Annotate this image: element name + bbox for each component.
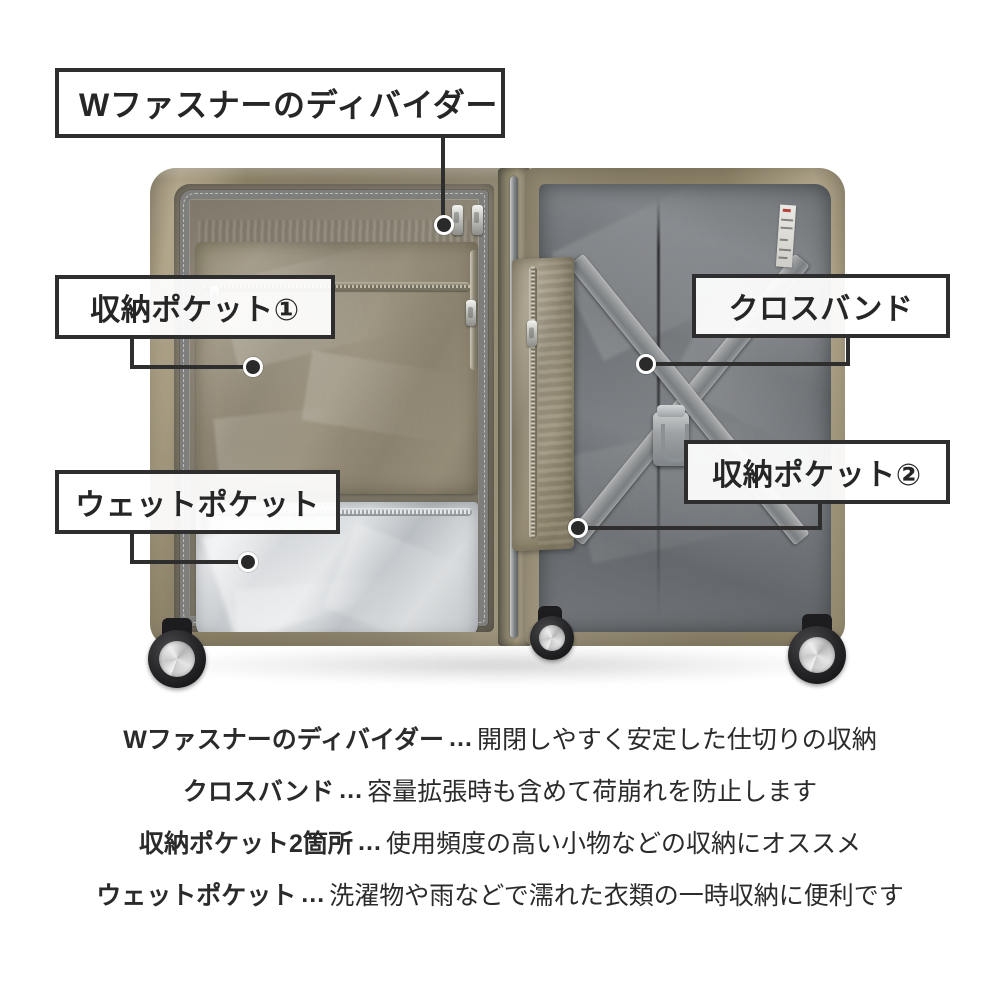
lid-lining	[174, 184, 494, 632]
legend-term: 収納ポケット2箇所	[139, 830, 353, 858]
anchor-dot-wet	[238, 552, 258, 572]
storage-pocket-2	[512, 256, 574, 552]
anchor-dot-pocket1	[243, 357, 263, 377]
anchor-dot-divider	[434, 215, 454, 235]
legend-row: Wファスナーのディバイダー … 開閉しやすく安定した仕切りの収納	[0, 712, 1000, 764]
callout-wet-pocket[interactable]: ウェットポケット	[55, 470, 340, 534]
legend-description: 使用頻度の高い小物などの収納にオススメ	[385, 830, 861, 858]
legend-description: 容量拡張時も含めて荷崩れを防止します	[367, 778, 818, 806]
leader-wet-vertical	[130, 534, 134, 564]
storage-pocket-1-zipper	[204, 282, 470, 291]
legend-separator: …	[448, 723, 474, 752]
feature-legend: Wファスナーのディバイダー … 開閉しやすく安定した仕切りの収納 クロスバンド …	[0, 712, 1000, 1000]
leader-cross-vertical	[846, 338, 850, 366]
leader-pocket1-horizontal	[130, 365, 250, 369]
zipper-pull	[466, 300, 476, 326]
wheel-front-left	[148, 618, 206, 688]
callout-wet-pocket-label: ウェットポケット	[75, 489, 320, 522]
legend-term: クロスバンド	[182, 778, 335, 806]
case-drop-shadow	[150, 645, 850, 685]
leader-divider	[441, 138, 445, 224]
storage-pocket-2-zipper	[529, 266, 537, 539]
wheel-front-right	[788, 614, 846, 684]
callout-storage-pocket-2-label: 収納ポケット②	[712, 459, 922, 492]
legend-separator: …	[300, 879, 326, 908]
callout-divider[interactable]: Wファスナーのディバイダー	[55, 68, 505, 138]
leader-wet-horizontal	[130, 560, 245, 564]
legend-description: 洗濯物や雨などで濡れた衣類の一時収納に便利です	[329, 882, 904, 910]
callout-divider-label: Wファスナーのディバイダー	[79, 87, 499, 123]
leader-pocket2-horizontal	[578, 526, 822, 530]
legend-separator: …	[356, 827, 382, 856]
wheel-rear-left	[530, 606, 574, 660]
anchor-dot-cross	[636, 354, 656, 374]
zipper-pull	[527, 320, 537, 347]
product-photo: Wファスナーのディバイダー 収納ポケット① ウェットポケット クロスバンド 収納…	[0, 0, 1000, 712]
cross-band-buckle	[653, 405, 689, 466]
legend-description: 開閉しやすく安定した仕切りの収納	[477, 726, 877, 754]
legend-row: 収納ポケット2箇所 … 使用頻度の高い小物などの収納にオススメ	[0, 816, 1000, 868]
legend-row: ウェットポケット … 洗濯物や雨などで濡れた衣類の一時収納に便利です	[0, 868, 1000, 920]
legend-term: Wファスナーのディバイダー	[123, 726, 445, 754]
zipper-pull	[452, 205, 463, 235]
double-zipper-pulls	[452, 205, 496, 241]
legend-term: ウェットポケット	[96, 882, 297, 910]
suitcase-right-shell	[525, 168, 845, 646]
callout-cross-band[interactable]: クロスバンド	[692, 274, 950, 338]
anchor-dot-pocket2	[568, 518, 588, 538]
callout-storage-pocket-1-label: 収納ポケット①	[90, 294, 300, 327]
zipper-pull	[472, 205, 483, 235]
leader-pocket2-vertical	[818, 504, 822, 530]
leader-cross-horizontal	[646, 362, 850, 366]
legend-row: クロスバンド … 容量拡張時も含めて荷崩れを防止します	[0, 764, 1000, 816]
leader-pocket1-vertical	[130, 339, 134, 369]
callout-storage-pocket-1[interactable]: 収納ポケット①	[55, 275, 335, 339]
callout-cross-band-label: クロスバンド	[728, 293, 914, 326]
legend-separator: …	[338, 775, 364, 804]
callout-storage-pocket-2[interactable]: 収納ポケット②	[684, 440, 950, 504]
